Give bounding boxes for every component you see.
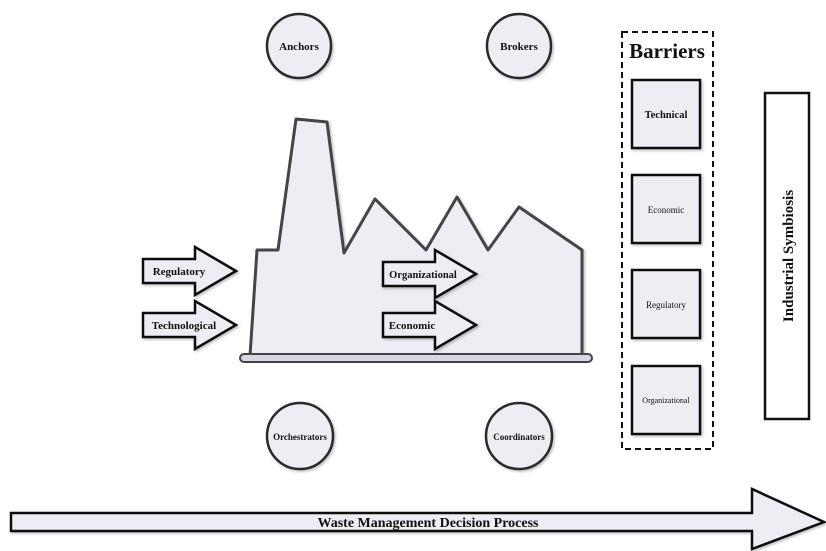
actor-brokers-label: Brokers: [500, 41, 538, 53]
process-label: Waste Management Decision Process: [318, 516, 540, 531]
actor-anchors-label: Anchors: [279, 41, 319, 53]
barrier-economic-label: Economic: [648, 205, 685, 215]
driver-arrow-organizational: Organizational: [381, 247, 479, 301]
actor-coordinators-label: Coordinators: [493, 432, 545, 442]
driver-arrow-regulatory: Regulatory: [141, 244, 239, 298]
barrier-organizational: Organizational: [630, 364, 702, 436]
actor-orchestrators-label: Orchestrators: [273, 432, 327, 442]
driver-organizational-label: Organizational: [389, 270, 457, 281]
barrier-regulatory: Regulatory: [630, 268, 702, 340]
actor-orchestrators: Orchestrators: [265, 401, 335, 471]
barriers-title: Barriers: [629, 39, 705, 63]
driver-arrow-technological: Technological: [141, 298, 239, 352]
factory-base: [239, 353, 593, 363]
barriers-frame: [621, 31, 714, 450]
barrier-technical-label: Technical: [645, 110, 688, 121]
industrial-symbiosis-box: Industrial Symbiosis: [763, 91, 811, 421]
barrier-regulatory-label: Regulatory: [646, 300, 686, 310]
industrial-symbiosis-label: Industrial Symbiosis: [781, 190, 797, 322]
factory-icon: [239, 117, 593, 363]
driver-technological-label: Technological: [152, 320, 216, 332]
barrier-technical: Technical: [630, 78, 702, 150]
barrier-organizational-label: Organizational: [642, 396, 690, 405]
driver-economic-label: Economic: [389, 320, 436, 332]
actor-anchors: Anchors: [265, 12, 333, 80]
barrier-economic: Economic: [630, 173, 702, 245]
actor-coordinators: Coordinators: [484, 401, 554, 471]
driver-regulatory-label: Regulatory: [153, 266, 206, 278]
driver-arrow-economic: Economic: [381, 298, 479, 352]
process-arrow: Waste Management Decision Process: [9, 487, 826, 551]
barriers-group: Barriers Technical Economic Regulatory O…: [621, 31, 714, 450]
actor-brokers: Brokers: [485, 12, 553, 80]
